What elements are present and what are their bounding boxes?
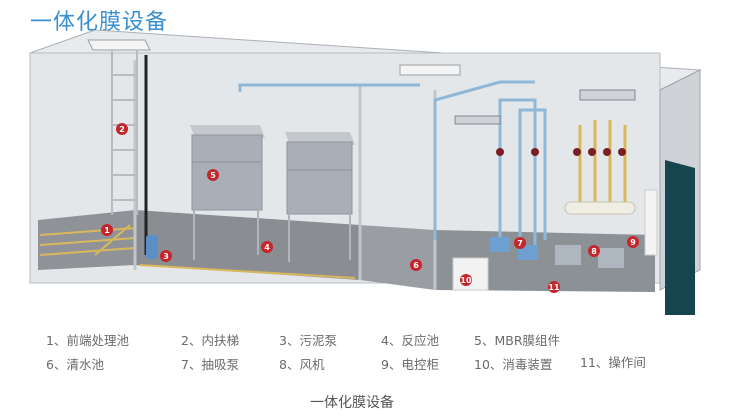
marker-2: 2 xyxy=(116,123,128,135)
aeration-pipes xyxy=(39,224,356,279)
svg-text:4: 4 xyxy=(264,243,270,252)
floor-pretreatment xyxy=(38,210,135,270)
manifold xyxy=(564,201,636,215)
louvered-door xyxy=(665,160,695,315)
valves xyxy=(496,148,626,156)
blower-2 xyxy=(598,248,624,268)
blower-pipes xyxy=(578,120,627,205)
svg-text:1: 1 xyxy=(104,226,110,235)
legend-item-10: 10、消毒装置 xyxy=(474,357,553,372)
legend-item-5: 5、MBR膜组件 xyxy=(474,333,560,348)
disinfection-box xyxy=(452,257,489,291)
vent-grille-2 xyxy=(579,89,636,101)
suction-pump-2 xyxy=(518,245,538,260)
equipment-diagram: 1 2 3 4 5 6 7 8 9 10 11 xyxy=(29,30,702,315)
svg-text:3: 3 xyxy=(163,252,169,261)
svg-text:9: 9 xyxy=(630,238,636,247)
marker-8: 8 xyxy=(588,245,600,257)
legend-item-8: 8、风机 xyxy=(279,357,325,372)
marker-11: 11 xyxy=(548,281,560,293)
marker-4: 4 xyxy=(261,241,273,253)
sludge-pump xyxy=(146,235,158,259)
marker-5: 5 xyxy=(207,169,219,181)
marker-9: 9 xyxy=(627,236,639,248)
svg-text:7: 7 xyxy=(517,239,523,248)
legend-item-1: 1、前端处理池 xyxy=(46,333,129,348)
control-panel xyxy=(644,189,658,256)
figure-caption: 一体化膜设备 xyxy=(310,395,394,411)
suction-pipes xyxy=(238,80,547,245)
floor-clearwater xyxy=(360,225,435,290)
marker-1: 1 xyxy=(101,224,113,236)
marker-6: 6 xyxy=(410,259,422,271)
legend-item-7: 7、抽吸泵 xyxy=(181,357,239,372)
svg-text:2: 2 xyxy=(119,125,125,134)
access-hatch-2 xyxy=(399,64,461,76)
legend-item-4: 4、反应池 xyxy=(381,333,439,348)
floor-reaction xyxy=(135,210,360,280)
mbr-module-1 xyxy=(190,125,265,260)
vent-grille-1 xyxy=(454,115,501,125)
legend-item-9: 9、电控柜 xyxy=(381,357,439,372)
svg-text:10: 10 xyxy=(460,276,472,285)
access-hatch xyxy=(87,39,151,51)
marker-10: 10 xyxy=(460,274,472,286)
svg-text:11: 11 xyxy=(548,283,560,292)
legend-item-3: 3、污泥泵 xyxy=(279,333,337,348)
svg-text:8: 8 xyxy=(591,247,597,256)
legend-item-2: 2、内扶梯 xyxy=(181,333,239,348)
marker-3: 3 xyxy=(160,250,172,262)
mbr-module-2 xyxy=(285,132,355,262)
svg-text:6: 6 xyxy=(413,261,419,270)
svg-text:5: 5 xyxy=(210,171,216,180)
suction-pump-1 xyxy=(490,237,510,252)
marker-7: 7 xyxy=(514,237,526,249)
blower-1 xyxy=(555,245,581,265)
legend-item-11: 11、操作间 xyxy=(580,355,646,370)
legend-item-6: 6、清水池 xyxy=(46,357,104,372)
